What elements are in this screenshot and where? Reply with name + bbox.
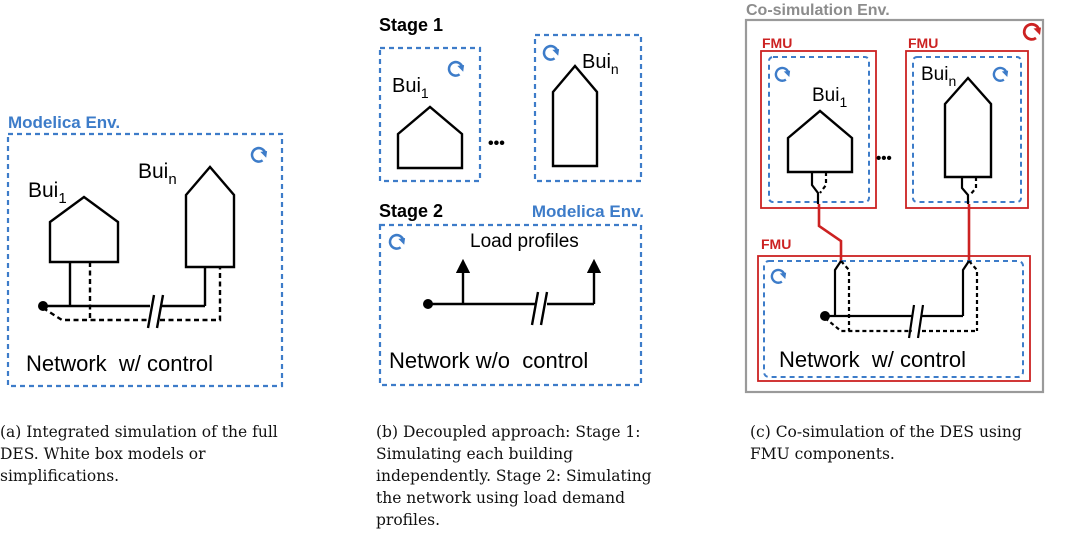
building-connectors <box>810 172 978 204</box>
network-label: Network w/ control <box>779 347 966 372</box>
line-break-icon <box>539 291 549 326</box>
modelica-env-box <box>763 260 1024 378</box>
fmu-label: FMU <box>761 236 791 252</box>
building-n-label: Buin <box>138 160 177 188</box>
caption-a: (a) Integrated simulation of the full DE… <box>0 423 278 485</box>
ellipsis: ••• <box>488 135 505 152</box>
modelica-env-box <box>768 56 870 203</box>
fmu-box <box>760 50 877 209</box>
cycle-arrow-icon <box>774 66 792 82</box>
building-n-label: Buin <box>582 51 619 77</box>
fmu-label: FMU <box>762 35 792 51</box>
ellipsis: ••• <box>876 150 892 167</box>
modelica-env-box <box>378 223 643 387</box>
caption-b: (b) Decoupled approach: Stage 1: Simulat… <box>376 423 652 529</box>
modelica-env-box <box>6 132 284 388</box>
fmu-links <box>817 204 971 261</box>
line-break-icon <box>907 304 916 339</box>
cycle-arrow-icon <box>447 60 466 77</box>
building-1-label: Bui1 <box>812 85 847 110</box>
network-lines <box>824 260 979 339</box>
cycle-arrow-icon <box>770 268 788 284</box>
house-icon <box>48 195 120 264</box>
load-profiles-label: Load profiles <box>470 231 579 252</box>
line-break-icon <box>155 294 165 329</box>
cycle-arrow-icon <box>250 146 269 163</box>
line-break-icon <box>530 291 540 326</box>
network-label: Network w/ control <box>26 351 213 376</box>
network-node <box>820 311 830 321</box>
building-1-label: Bui1 <box>392 75 429 101</box>
caption-c: (c) Co-simulation of the DES using FMU c… <box>750 423 1022 463</box>
panel-c: Co-simulation Env. FMU Bui1 ••• FMU Buin <box>744 2 1045 394</box>
network-node <box>423 299 433 309</box>
network-lines <box>42 262 222 329</box>
building-1-label: Bui1 <box>28 179 67 207</box>
cycle-arrow-icon <box>542 44 561 61</box>
network-lines <box>428 258 602 326</box>
cycle-arrow-icon <box>1022 22 1043 41</box>
modelica-env-label: Modelica Env. <box>8 113 120 132</box>
line-break-icon <box>916 304 925 339</box>
modelica-env-label: Modelica Env. <box>532 202 644 221</box>
panel-b: Stage 1 Bui1 ••• Buin Stage 2 Modelica E… <box>378 15 644 387</box>
house-icon <box>551 64 599 168</box>
cosim-env-label: Co-simulation Env. <box>746 2 890 19</box>
panel-a: Modelica Env. Bui1 Buin Network w/ contr… <box>6 113 284 388</box>
fmu-label: FMU <box>908 35 938 51</box>
fmu-box <box>757 255 1031 382</box>
cosim-env-box <box>744 18 1045 394</box>
line-break-icon <box>146 294 156 329</box>
building-n-label: Buin <box>921 64 956 89</box>
house-icon <box>786 109 854 174</box>
network-node <box>38 301 48 311</box>
house-icon <box>943 76 993 179</box>
stage-2-label: Stage 2 <box>379 201 443 221</box>
cycle-arrow-icon <box>992 66 1010 82</box>
stage-1-label: Stage 1 <box>379 15 443 35</box>
fmu-box <box>905 50 1029 209</box>
network-label: Network w/o control <box>389 348 588 373</box>
building-1-box <box>378 46 482 183</box>
cycle-arrow-icon <box>388 233 407 250</box>
house-icon <box>184 165 236 269</box>
house-icon <box>396 105 464 170</box>
